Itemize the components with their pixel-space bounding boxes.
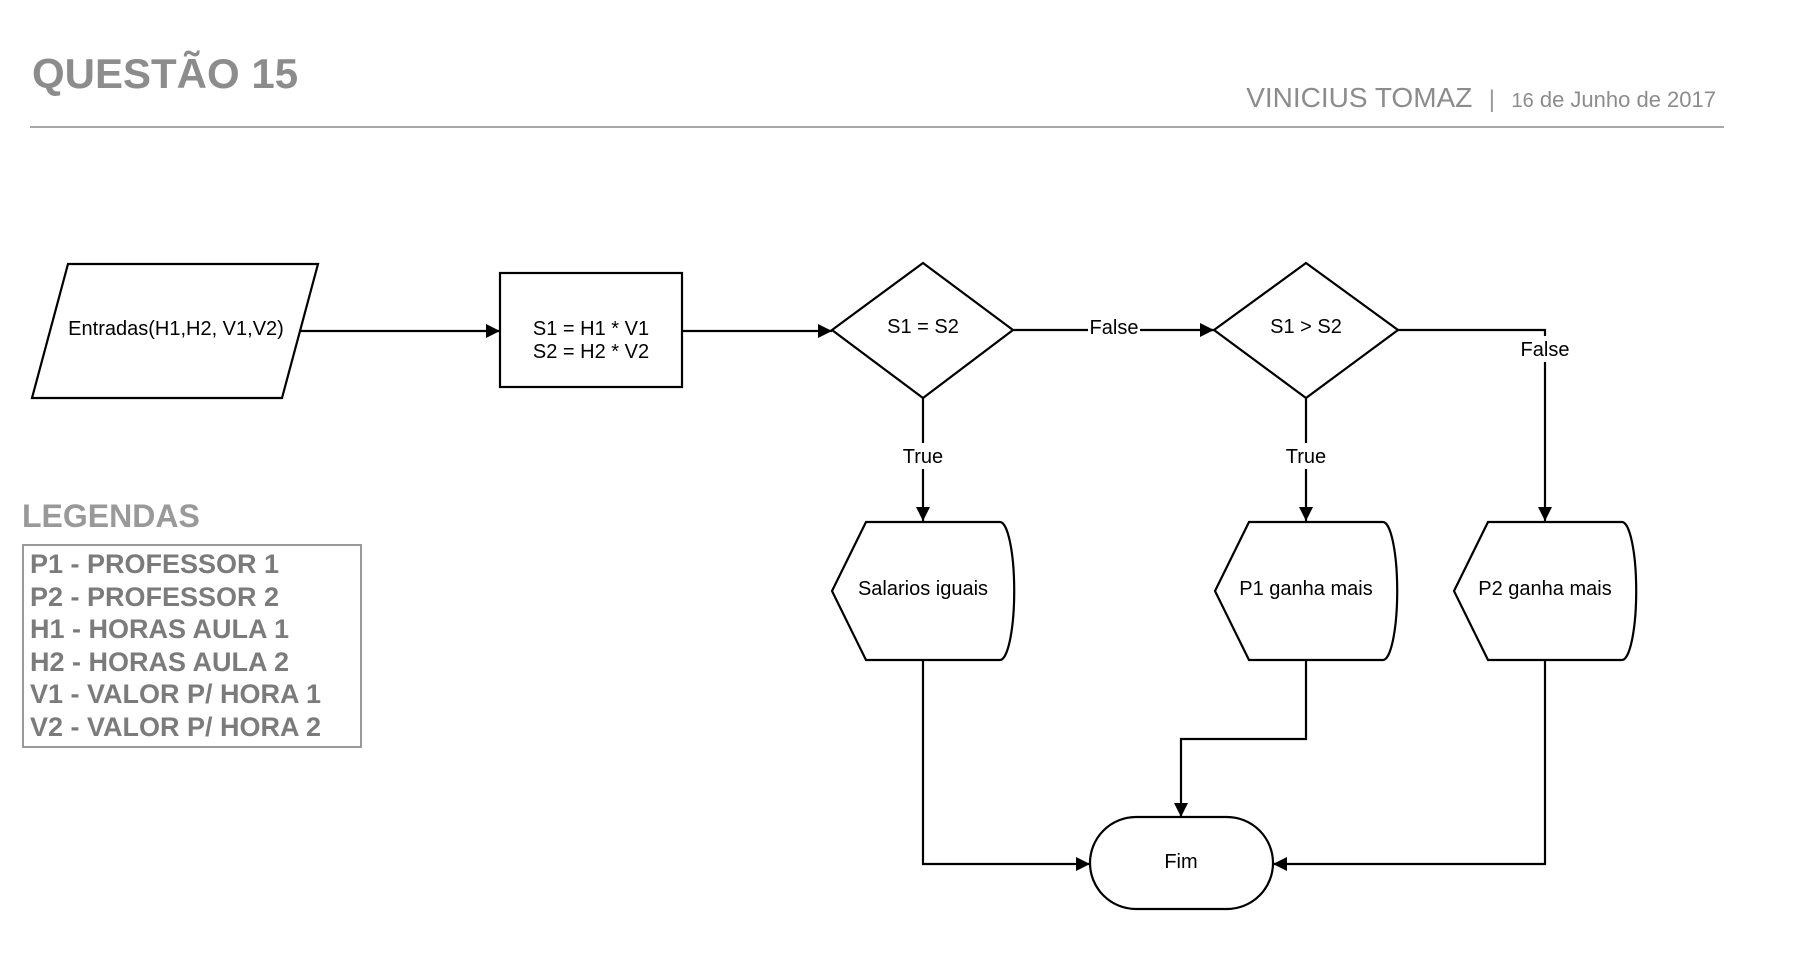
edge-p1-to-end [1174, 660, 1308, 817]
date: 16 de Junho de 2017 [1511, 87, 1716, 112]
legend-item: V1 - VALOR P/ HORA 1 [30, 679, 322, 709]
decision-diamond-1 [830, 261, 1015, 400]
display-shape-p1 [1213, 520, 1399, 662]
display-shape-equal [830, 520, 1016, 662]
decision-diamond-2 [1212, 261, 1400, 400]
legend-box: P1 - PROFESSOR 1 P2 - PROFESSOR 2 H1 - H… [22, 544, 362, 748]
output-p2-label: P2 ganha mais [1478, 578, 1611, 600]
date-day: 16 [1511, 90, 1534, 112]
input-parallelogram [30, 262, 320, 400]
edge-p2-to-end [1273, 660, 1547, 871]
true-label-2: True [1286, 446, 1326, 468]
output-p1-label: P1 ganha mais [1239, 578, 1372, 600]
display-shape-p2 [1452, 520, 1638, 662]
date-month-year: de Junho de 2017 [1539, 87, 1716, 112]
process-box [498, 271, 684, 389]
legend-item: P1 - PROFESSOR 1 [30, 549, 280, 579]
legend-item: H1 - HORAS AULA 1 [30, 614, 290, 644]
true-label-1: True [903, 446, 943, 468]
false-label-2: False [1521, 339, 1570, 361]
output-equal-label: Salarios iguais [858, 578, 988, 600]
true-label-bg-1 [898, 443, 948, 469]
legend-item: P2 - PROFESSOR 2 [30, 581, 280, 612]
edge-decision2-false [1398, 328, 1552, 521]
false-label-bg-2 [1518, 336, 1572, 362]
header-divider [30, 126, 1724, 128]
end-terminator [1088, 815, 1275, 911]
decision2-label: S1 > S2 [1270, 316, 1342, 338]
legend-item: V2 - VALOR P/ HORA 2 [30, 711, 322, 742]
input-label: Entradas(H1,H2, V1,V2) [68, 318, 284, 340]
false-label-1: False [1090, 317, 1139, 339]
end-label: Fim [1164, 851, 1197, 873]
author-name: VINICIUS TOMAZ [1246, 82, 1473, 113]
true-label-bg-2 [1281, 443, 1331, 469]
false-label-bg-1 [1088, 316, 1140, 340]
page-title: QUESTÃO 15 [32, 50, 299, 97]
edge-equal-to-end [921, 660, 1090, 871]
process-label-line1: S1 = H1 * V1 [533, 318, 649, 340]
header-separator: | [1488, 86, 1495, 113]
decision1-label: S1 = S2 [887, 316, 959, 338]
legend-title: LEGENDAS [22, 498, 200, 534]
process-label-line2: S2 = H2 * V2 [533, 341, 649, 363]
header-info: VINICIUS TOMAZ | 16 de Junho de 2017 [1246, 82, 1716, 114]
legend-item: H2 - HORAS AULA 2 [30, 646, 290, 677]
